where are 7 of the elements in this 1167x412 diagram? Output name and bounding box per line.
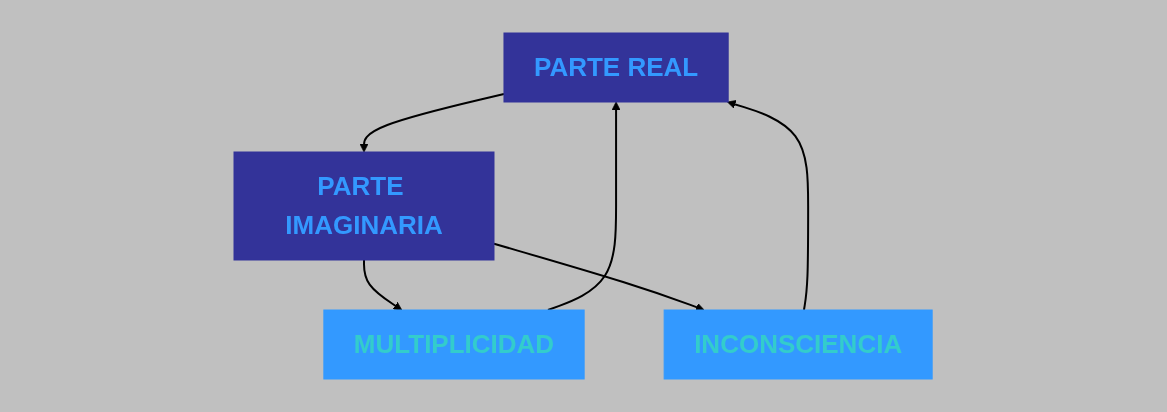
arrow: [727, 100, 810, 311]
arrow: [493, 242, 705, 312]
node-box: PARTE REAL: [503, 32, 730, 103]
arrow: [360, 92, 506, 153]
arrow: [363, 259, 403, 311]
node-box: PARTE IMAGINARIA: [233, 151, 495, 261]
arrow: [547, 101, 621, 311]
